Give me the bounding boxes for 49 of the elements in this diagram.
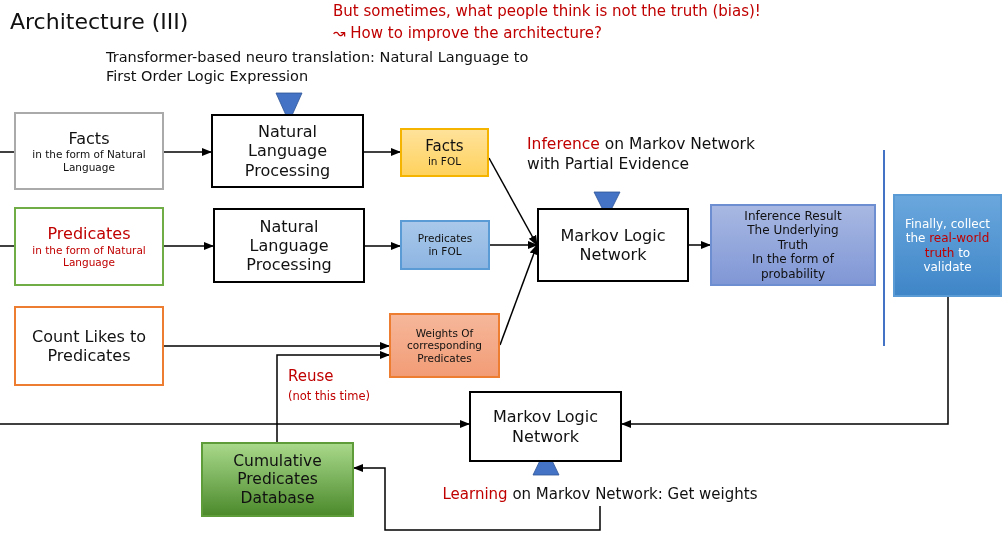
note-text: ↝ How to improve the architecture? (333, 24, 602, 44)
note-text: But sometimes, what people think is not the truth (bias)! (333, 2, 761, 22)
description-text: Transformer-based neuro translation: Natural Language to First Order Logic Expression (106, 48, 530, 86)
note-text: Reuse (288, 367, 334, 387)
process-box (537, 208, 689, 282)
arrow (489, 240, 539, 250)
arrow (688, 240, 712, 250)
box-heading: Predicates in FOL (417, 232, 473, 258)
process-box (893, 194, 1002, 297)
arrow (276, 350, 391, 443)
box-heading: Count Likes to Predicates (31, 326, 147, 366)
box-subtitle: in FOL (427, 155, 462, 168)
box-heading: Facts (68, 128, 110, 148)
process-box (211, 114, 364, 188)
process-box (400, 220, 490, 270)
process-box (389, 313, 500, 378)
box-subtitle: In the form of probability (751, 252, 836, 281)
arrow (488, 157, 538, 246)
box-heading: Natural Language Processing (245, 216, 333, 275)
box-subtitle: in the form of Natural Language (31, 148, 147, 174)
box-heading: Predicates (47, 224, 131, 244)
box-heading: Weights Of corresponding Predicates (406, 326, 483, 365)
arrow (363, 147, 402, 157)
note-text: (not this time) (288, 389, 371, 404)
process-box (213, 208, 365, 283)
box-heading: Natural Language Processing (243, 122, 332, 180)
process-box (14, 207, 164, 286)
arrow (163, 341, 391, 351)
annotation-text: Learning on Markov Network: Get weights (420, 482, 780, 506)
box-text: Finally, collect the real-world truth to validate (904, 216, 991, 275)
box-heading: Inference Result (744, 209, 842, 224)
arrow (163, 147, 213, 157)
box-heading: Cumulative Predicates Database (232, 451, 323, 508)
box-heading: Markov Logic Network (491, 407, 599, 446)
box-subtitle: in the form of Natural Language (31, 243, 147, 269)
box-heading: Markov Logic Network (559, 225, 667, 265)
box-subtitle: The Underlying Truth (746, 223, 840, 253)
process-box (14, 112, 164, 190)
process-box (400, 128, 489, 177)
slide-title: Architecture (III) (10, 8, 189, 36)
process-box (201, 442, 354, 517)
process-box (14, 306, 164, 386)
box-heading: Facts (425, 137, 464, 156)
arrow (364, 241, 402, 251)
description-text: Inference on Markov Network with Partial Evidence (527, 134, 756, 175)
process-box (469, 391, 622, 462)
arrow (0, 419, 471, 429)
process-box (710, 204, 876, 286)
arrow (163, 241, 215, 251)
